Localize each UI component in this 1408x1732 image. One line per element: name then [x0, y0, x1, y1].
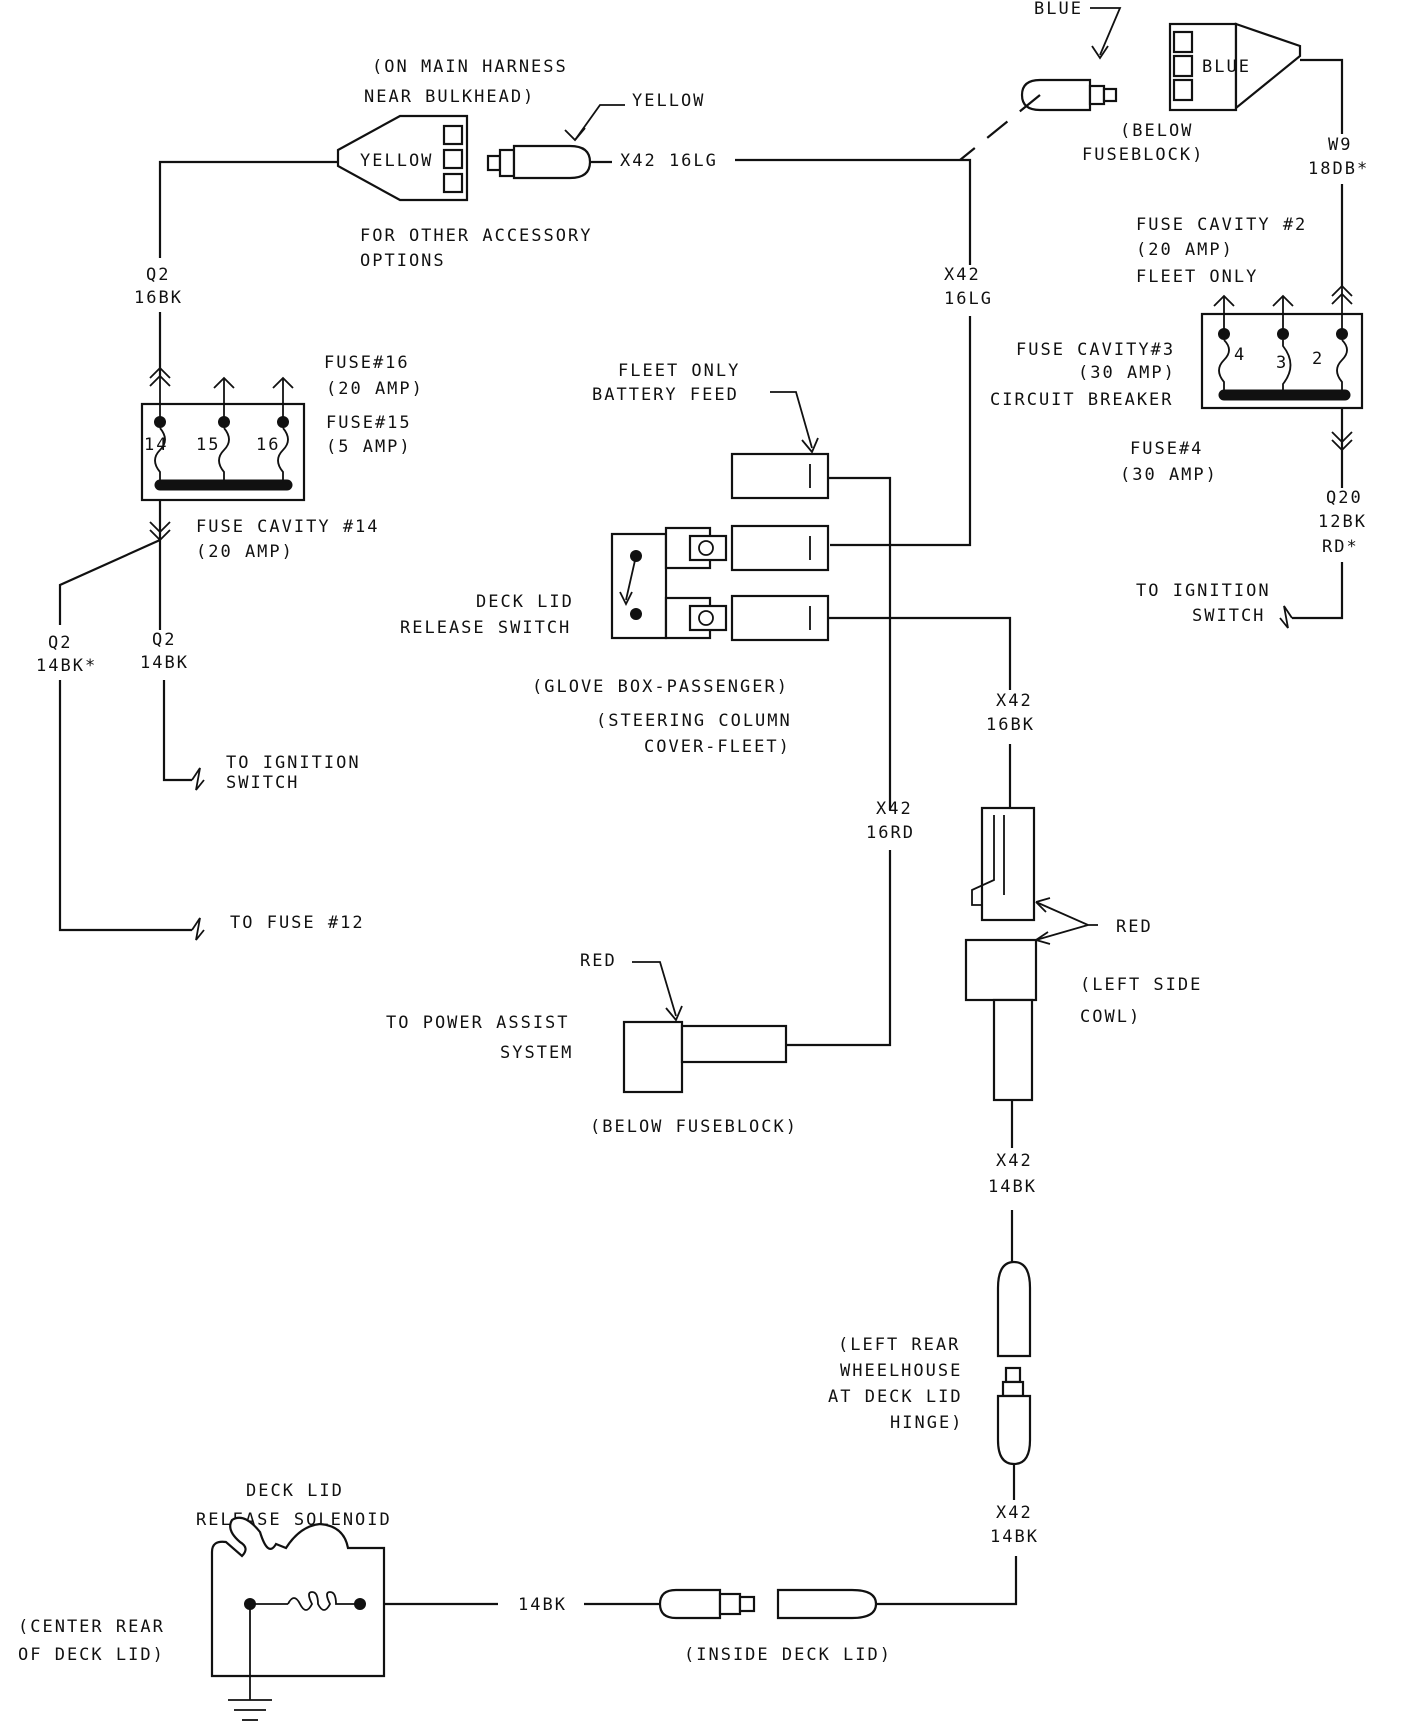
- fuse4-label-1: FUSE#4: [1130, 439, 1203, 459]
- left-cowl-label-2: COWL): [1080, 1007, 1141, 1027]
- q2-14bk-star-label-1: Q2: [48, 633, 72, 653]
- q2-14bk-label-2: 14BK: [140, 653, 189, 673]
- fuse-cavity-2-label-2: (20 AMP): [1136, 240, 1234, 260]
- fuse-cavity-14-label-1: FUSE CAVITY #14: [196, 517, 380, 537]
- right-fuse-block: 4 3 2: [1200, 284, 1364, 410]
- fuse-15-number: 15: [196, 435, 220, 455]
- wheelhouse-label-3: AT DECK LID: [828, 1387, 963, 1407]
- switch-mating-connector-top: [730, 524, 830, 572]
- fleet-feed-connector: [730, 452, 830, 500]
- yellow-plug: [486, 144, 592, 180]
- fuse15-label-2: (5 AMP): [326, 437, 412, 457]
- center-rear-label-2: OF DECK LID): [18, 1645, 165, 1665]
- x42-16lg-top-label: X42 16LG: [620, 151, 718, 171]
- power-assist-label-2: SYSTEM: [500, 1043, 573, 1063]
- steering-label-1: (STEERING COLUMN: [596, 711, 792, 731]
- fleet-feed-label-2: BATTERY FEED: [592, 385, 739, 405]
- x42-16bk-label-2: 16BK: [986, 715, 1035, 735]
- blue-callout-label: BLUE: [1034, 0, 1083, 19]
- glove-box-label: (GLOVE BOX-PASSENGER): [532, 677, 789, 697]
- fuse-3-number: 3: [1276, 353, 1288, 373]
- q20-label-3: RD*: [1322, 537, 1359, 557]
- x42-16rd-label-2: 16RD: [866, 823, 915, 843]
- fuse4-label-2: (30 AMP): [1120, 465, 1218, 485]
- blue-connector-label: BLUE: [1202, 57, 1251, 77]
- other-accessory-label-1: FOR OTHER ACCESSORY: [360, 226, 592, 246]
- fuse-cavity-2-label-1: FUSE CAVITY #2: [1136, 215, 1307, 235]
- inside-deck-label: (INSIDE DECK LID): [684, 1645, 892, 1665]
- below-fuseblock-top-label-1: (BELOW: [1120, 121, 1193, 141]
- q2-14bk-label-1: Q2: [152, 630, 176, 650]
- x42-16rd-label-1: X42: [876, 799, 913, 819]
- deck-switch-label-1: DECK LID: [476, 592, 574, 612]
- deck-lid-release-switch: [610, 526, 728, 640]
- yellow-connector: YELLOW: [336, 114, 469, 202]
- cowl-connector-lower: [964, 938, 1038, 1102]
- main-harness-label-2: NEAR BULKHEAD): [364, 87, 535, 107]
- main-harness-label-1: (ON MAIN HARNESS: [372, 57, 568, 77]
- deck-lid-connector-left: [658, 1588, 756, 1620]
- x42-14bk-a-label-2: 14BK: [988, 1177, 1037, 1197]
- wire-14bk-label: 14BK: [518, 1595, 567, 1615]
- to-fuse-12-label: TO FUSE #12: [230, 913, 365, 933]
- below-fuseblock-bottom-label: (BELOW FUSEBLOCK): [590, 1117, 798, 1137]
- x42-16lg-mid-label-2: 16LG: [944, 289, 993, 309]
- fleet-feed-label-1: FLEET ONLY: [618, 361, 740, 381]
- q20-label-2: 12BK: [1318, 512, 1367, 532]
- power-assist-connector: [622, 1020, 788, 1094]
- to-ignition-left-label-2: SWITCH: [226, 773, 299, 793]
- q2-16bk-label-1: Q2: [146, 265, 170, 285]
- wheelhouse-label-4: HINGE): [890, 1413, 963, 1433]
- to-ignition-left-label-1: TO IGNITION: [226, 753, 361, 773]
- blue-plug: [1020, 78, 1118, 112]
- to-ignition-right-label-2: SWITCH: [1192, 606, 1265, 626]
- fuse-cavity-2-label-3: FLEET ONLY: [1136, 267, 1258, 287]
- x42-16lg-mid-label-1: X42: [944, 265, 981, 285]
- wheelhouse-label-1: (LEFT REAR: [838, 1335, 960, 1355]
- x42-14bk-a-label-1: X42: [996, 1151, 1033, 1171]
- solenoid-label-1: DECK LID: [246, 1481, 344, 1501]
- fuse-4-number: 4: [1234, 345, 1246, 365]
- steering-label-2: COVER-FLEET): [644, 737, 791, 757]
- left-cowl-label-1: (LEFT SIDE: [1080, 975, 1202, 995]
- yellow-connector-label: YELLOW: [360, 151, 433, 171]
- w9-label-1: W9: [1328, 135, 1352, 155]
- center-rear-label-1: (CENTER REAR: [18, 1617, 165, 1637]
- deck-lid-connector-right: [776, 1588, 878, 1620]
- left-fuse-block: 14 15 16: [140, 366, 306, 502]
- x42-16bk-label-1: X42: [996, 691, 1033, 711]
- switch-mating-connector-bottom: [730, 594, 830, 642]
- fuse-14-number: 14: [144, 435, 168, 455]
- blue-connector: BLUE: [1168, 22, 1302, 112]
- cowl-connector-upper: [971, 806, 1036, 922]
- yellow-callout-label: YELLOW: [632, 91, 705, 111]
- to-ignition-right-label-1: TO IGNITION: [1136, 581, 1271, 601]
- fuse16-label-2: (20 AMP): [326, 379, 424, 399]
- fuse-cavity-3-label-2: (30 AMP): [1078, 363, 1176, 383]
- fuse-2-number: 2: [1312, 349, 1324, 369]
- wheelhouse-label-2: WHEELHOUSE: [840, 1361, 962, 1381]
- deck-lid-release-solenoid: [210, 1516, 386, 1721]
- fuse16-label-1: FUSE#16: [324, 353, 410, 373]
- x42-14bk-b-label-2: 14BK: [990, 1527, 1039, 1547]
- q2-14bk-star-label-2: 14BK*: [36, 656, 97, 676]
- other-accessory-label-2: OPTIONS: [360, 251, 446, 271]
- q2-16bk-label-2: 16BK: [134, 288, 183, 308]
- x42-14bk-b-label-1: X42: [996, 1503, 1033, 1523]
- w9-label-2: 18DB*: [1308, 159, 1369, 179]
- wheelhouse-connector: [996, 1260, 1032, 1466]
- q20-label-1: Q20: [1326, 488, 1363, 508]
- fuse-cavity-3-label-3: CIRCUIT BREAKER: [990, 390, 1174, 410]
- deck-switch-label-2: RELEASE SWITCH: [400, 618, 571, 638]
- fuse15-label-1: FUSE#15: [326, 413, 412, 433]
- power-assist-label-1: TO POWER ASSIST: [386, 1013, 570, 1033]
- fuse-cavity-14-label-2: (20 AMP): [196, 542, 294, 562]
- below-fuseblock-top-label-2: FUSEBLOCK): [1082, 145, 1204, 165]
- red-power-label: RED: [580, 951, 617, 971]
- fuse-cavity-3-label-1: FUSE CAVITY#3: [1016, 340, 1175, 360]
- red-cowl-label: RED: [1116, 917, 1153, 937]
- solenoid-label-2: RELEASE SOLENOID: [196, 1510, 392, 1530]
- fuse-16-number: 16: [256, 435, 280, 455]
